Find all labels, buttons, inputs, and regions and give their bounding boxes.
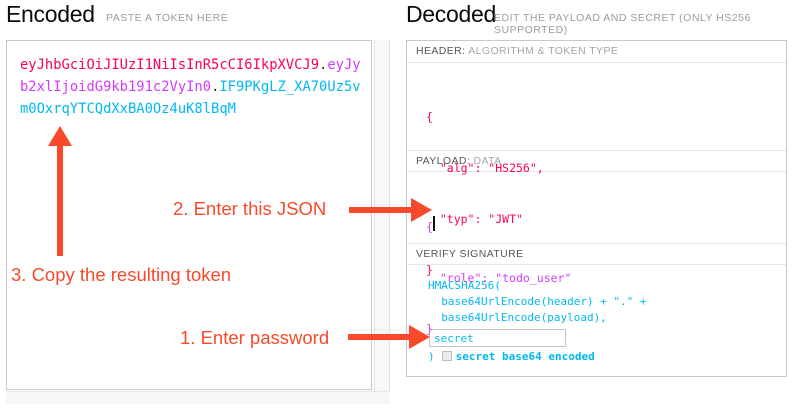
close-paren: )	[428, 350, 435, 363]
signature-algo-line: HMACSHA256(	[428, 279, 501, 292]
payload-json-code[interactable]: { "role": "todo_user" }	[407, 172, 786, 336]
arrow-right-step-2-icon	[411, 198, 432, 222]
token-separator-dot-2: .	[211, 79, 220, 95]
payload-label-caption: DATA	[473, 155, 502, 167]
token-signature-segment: IF9PKgLZ_XA70Uz5vm0OxrqYTCQdXxBA0Oz4uK8l…	[20, 79, 361, 117]
decoded-panel: HEADER: ALGORITHM & TOKEN TYPE { "alg": …	[406, 40, 787, 377]
signature-algo-line: base64UrlEncode(payload),	[428, 311, 607, 324]
encoded-token-text: eyJhbGciOiJIUzI1NiIsInR5cCI6IkpXVCJ9.eyJ…	[20, 54, 363, 120]
secret-input[interactable]	[429, 329, 566, 347]
encoded-subtitle: PASTE A TOKEN HERE	[106, 12, 229, 24]
annotation-step-1: 1. Enter password	[180, 327, 330, 348]
vertical-scrollbar[interactable]	[374, 40, 390, 404]
token-separator-dot-1: .	[319, 57, 328, 73]
header-label-strong: HEADER:	[416, 45, 466, 57]
arrow-up-step-3-shaft	[57, 144, 63, 256]
base64-encoded-checkbox[interactable]	[441, 351, 452, 361]
annotation-step-3: 3. Copy the resulting token	[11, 264, 232, 285]
decoded-title: Decoded	[406, 1, 496, 27]
verify-signature-label: VERIFY SIGNATURE	[407, 243, 786, 265]
decoded-subtitle: EDIT THE PAYLOAD AND SECRET (ONLY HS256 …	[494, 12, 751, 36]
token-payload-segment: eyJyb2xlIjoidG9kb191c2VyIn0	[20, 57, 361, 95]
encoded-token-textarea[interactable]: eyJhbGciOiJIUzI1NiIsInR5cCI6IkpXVCJ9.eyJ…	[6, 40, 372, 390]
horizontal-scrollbar[interactable]	[6, 391, 390, 404]
arrow-right-step-2-shaft	[349, 207, 413, 213]
text-cursor	[433, 216, 435, 231]
signature-footer: ) secret base64 encoded	[428, 350, 786, 363]
code-line: {	[426, 110, 433, 124]
header-json-code[interactable]: { "alg": "HS256", "typ": "JWT" }	[407, 63, 786, 277]
secret-base64-encoded-label[interactable]: secret base64 encoded	[455, 350, 595, 363]
code-line: }	[426, 322, 433, 336]
verify-label-strong: VERIFY SIGNATURE	[416, 248, 524, 260]
signature-area: HMACSHA256( base64UrlEncode(header) + ".…	[407, 265, 786, 377]
annotation-step-2: 2. Enter this JSON	[173, 198, 327, 219]
payload-section-label: PAYLOAD: DATA	[407, 150, 786, 172]
arrow-up-step-3-icon	[48, 126, 72, 146]
encoded-title: Encoded	[6, 1, 95, 27]
header-label-caption: ALGORITHM & TOKEN TYPE	[468, 45, 619, 57]
payload-label-strong: PAYLOAD:	[416, 155, 471, 167]
code-line: }	[426, 263, 433, 277]
code-line: "role": "todo_user"	[426, 271, 572, 285]
signature-algo-line: base64UrlEncode(header) + "." +	[428, 295, 647, 308]
token-header-segment: eyJhbGciOiJIUzI1NiIsInR5cCI6IkpXVCJ9	[20, 57, 320, 73]
code-line: {	[426, 220, 433, 234]
header-section-label: HEADER: ALGORITHM & TOKEN TYPE	[407, 41, 786, 63]
code-line: "typ": "JWT"	[426, 212, 523, 226]
arrow-right-step-1-icon	[409, 325, 430, 349]
arrow-right-step-1-shaft	[348, 334, 411, 340]
